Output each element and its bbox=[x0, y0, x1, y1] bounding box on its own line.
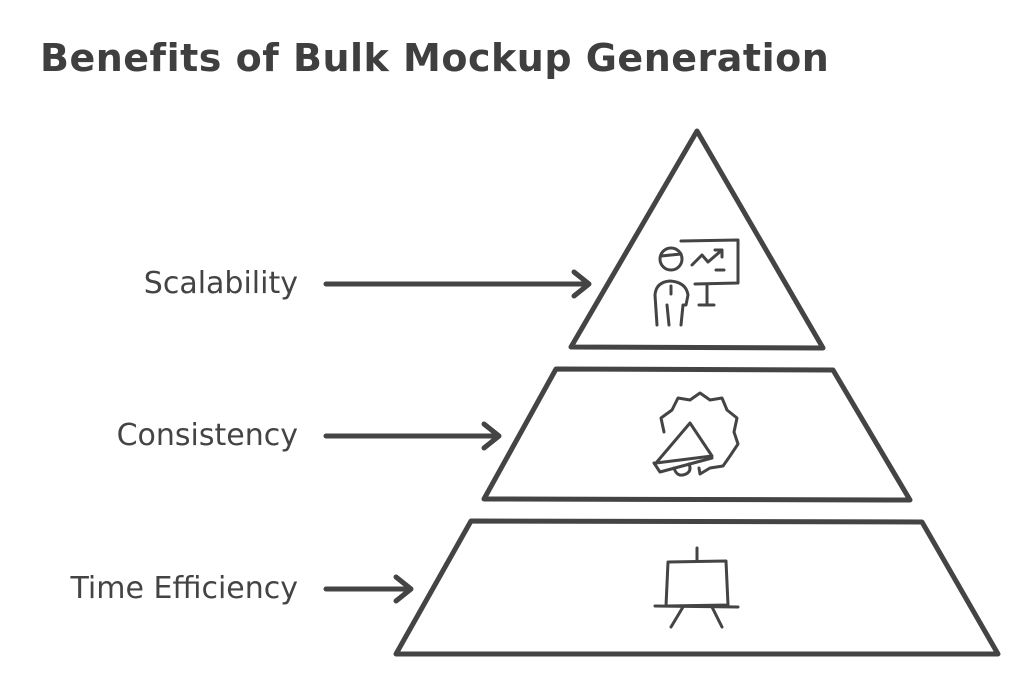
easel-icon bbox=[653, 546, 740, 629]
presenter-chart-icon bbox=[653, 238, 740, 327]
arrow-scalability bbox=[323, 269, 592, 299]
pyramid-middle-tier bbox=[481, 366, 913, 503]
pyramid-bottom-tier bbox=[393, 518, 1001, 657]
label-scalability: Scalability bbox=[143, 266, 298, 301]
label-consistency: Consistency bbox=[116, 418, 298, 453]
diagram-title: Benefits of Bulk Mockup Generation bbox=[40, 36, 830, 80]
arrow-time-efficiency bbox=[323, 574, 414, 604]
pyramid-top-tier bbox=[568, 128, 826, 351]
label-time-efficiency: Time Efficiency bbox=[70, 571, 298, 606]
megaphone-badge-icon bbox=[652, 391, 740, 477]
arrow-consistency bbox=[323, 421, 502, 451]
